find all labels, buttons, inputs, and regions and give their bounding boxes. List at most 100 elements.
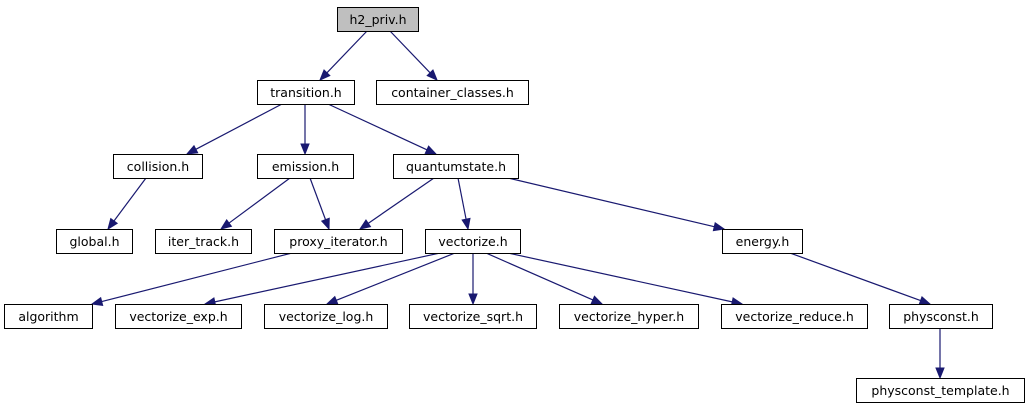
arrowhead-icon: [590, 295, 604, 305]
arrowhead-icon: [358, 219, 372, 230]
node-box: [4, 304, 93, 329]
node-label: global.h: [69, 234, 119, 249]
edge-quantumstate-to-proxy_iterator: [358, 177, 435, 230]
edge-line: [326, 30, 368, 74]
edge-collision-to-global: [107, 177, 147, 231]
node-collision[interactable]: collision.h: [113, 154, 203, 179]
node-label: vectorize_reduce.h: [735, 309, 854, 324]
edge-energy-to-physconst: [789, 252, 932, 305]
node-box: [155, 229, 252, 254]
edge-line: [457, 177, 467, 220]
edge-vectorize-to-vectorize_log: [325, 252, 456, 305]
arrowhead-icon: [461, 217, 471, 231]
node-box: [376, 80, 529, 105]
edge-line: [327, 103, 428, 151]
edge-transition-to-collision: [185, 103, 283, 155]
node-proxy-iterator[interactable]: proxy_iterator.h: [274, 229, 403, 254]
node-vectorize-hyper[interactable]: vectorize_hyper.h: [559, 304, 699, 329]
edge-quantumstate-to-energy: [507, 177, 726, 232]
arrowhead-icon: [918, 295, 932, 305]
edge-line: [309, 177, 327, 220]
edge-h2_priv-to-transition: [319, 30, 368, 81]
edge-line: [214, 252, 441, 303]
node-label: vectorize.h: [438, 234, 507, 249]
edge-line: [507, 177, 715, 228]
node-vectorize-sqrt[interactable]: vectorize_sqrt.h: [409, 304, 537, 329]
node-emission[interactable]: emission.h: [257, 154, 354, 179]
node-iter-track[interactable]: iter_track.h: [155, 229, 252, 254]
node-label: h2_priv.h: [350, 12, 407, 27]
edge-proxy_iterator-to-algorithm: [90, 252, 293, 306]
node-box: [115, 304, 242, 329]
node-label: vectorize_sqrt.h: [423, 309, 523, 324]
edge-line: [389, 30, 431, 74]
arrowhead-icon: [219, 218, 233, 230]
node-global[interactable]: global.h: [56, 229, 133, 254]
node-label: physconst_template.h: [871, 383, 1009, 398]
edge-transition-to-emission: [300, 104, 310, 156]
edge-line: [113, 177, 147, 222]
nodes-layer: h2_priv.h transition.h container_classes.h…: [4, 7, 1025, 403]
node-box: [337, 7, 419, 32]
edge-vectorize-to-vectorize_hyper: [485, 252, 604, 305]
node-label: vectorize_hyper.h: [574, 309, 684, 324]
node-label: vectorize_log.h: [279, 309, 374, 324]
arrowhead-icon: [712, 221, 726, 232]
node-box: [274, 229, 403, 254]
node-box: [856, 378, 1025, 403]
arrowhead-icon: [426, 69, 438, 81]
edge-emission-to-proxy_iterator: [309, 177, 330, 231]
edge-line: [101, 252, 293, 303]
node-label: vectorize_exp.h: [129, 309, 227, 324]
node-h2-priv[interactable]: h2_priv.h: [337, 7, 419, 32]
node-transition[interactable]: transition.h: [257, 80, 355, 105]
edge-line: [336, 252, 456, 301]
arrowhead-icon: [185, 144, 199, 155]
node-label: physconst.h: [903, 309, 979, 324]
node-vectorize[interactable]: vectorize.h: [425, 229, 521, 254]
node-box: [56, 229, 133, 254]
node-label: quantumstate.h: [406, 159, 506, 174]
node-label: algorithm: [18, 309, 78, 324]
node-box: [722, 229, 803, 254]
node-vectorize-exp[interactable]: vectorize_exp.h: [115, 304, 242, 329]
arrowhead-icon: [424, 145, 438, 155]
arrowhead-icon: [300, 143, 310, 156]
edge-vectorize-to-vectorize_reduce: [507, 252, 744, 307]
edge-line: [195, 103, 283, 150]
node-box: [559, 304, 699, 329]
node-label: collision.h: [127, 159, 189, 174]
edge-line: [789, 252, 921, 302]
node-physconst-template[interactable]: physconst_template.h: [856, 378, 1025, 403]
node-label: proxy_iterator.h: [289, 234, 387, 249]
edges-layer: [90, 30, 945, 380]
node-energy[interactable]: energy.h: [722, 229, 803, 254]
node-vectorize-reduce[interactable]: vectorize_reduce.h: [721, 304, 868, 329]
arrowhead-icon: [90, 296, 104, 306]
edge-physconst-to-physconst_template: [935, 328, 945, 380]
node-algorithm: algorithm: [4, 304, 93, 329]
arrowhead-icon: [320, 217, 330, 231]
arrowhead-icon: [935, 367, 945, 380]
edge-vectorize-to-vectorize_sqrt: [468, 253, 478, 306]
arrowhead-icon: [325, 295, 339, 305]
node-physconst[interactable]: physconst.h: [889, 304, 993, 329]
edge-quantumstate-to-vectorize: [457, 177, 471, 231]
arrowhead-icon: [107, 217, 119, 231]
node-container-classes[interactable]: container_classes.h: [376, 80, 529, 105]
arrowhead-icon: [319, 69, 331, 81]
node-box: [257, 80, 355, 105]
edge-line: [228, 177, 291, 224]
node-box: [264, 304, 388, 329]
node-label: transition.h: [270, 85, 341, 100]
node-label: iter_track.h: [168, 234, 239, 249]
edge-h2_priv-to-container_classes: [389, 30, 438, 81]
node-label: container_classes.h: [391, 85, 514, 100]
node-box: [393, 154, 519, 179]
node-label: emission.h: [272, 159, 339, 174]
node-vectorize-log[interactable]: vectorize_log.h: [264, 304, 388, 329]
node-box: [113, 154, 203, 179]
edge-line: [367, 177, 435, 224]
node-box: [409, 304, 537, 329]
node-quantumstate[interactable]: quantumstate.h: [393, 154, 519, 179]
